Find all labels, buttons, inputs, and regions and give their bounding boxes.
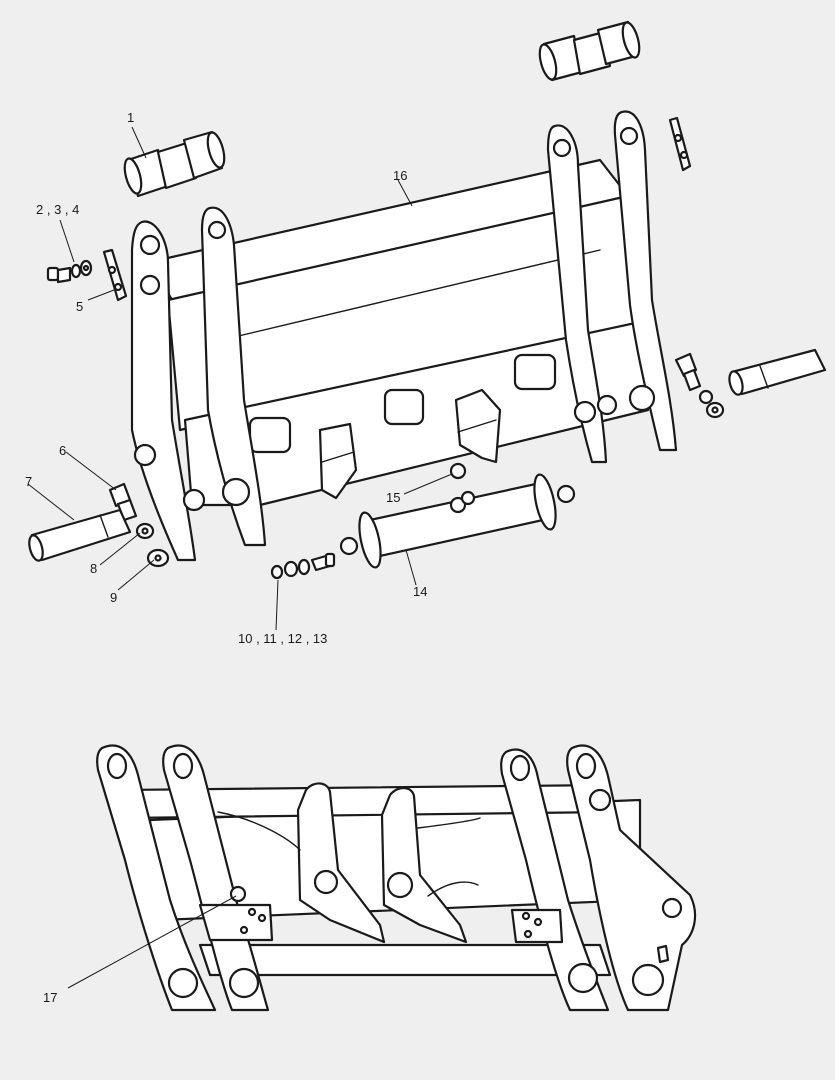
right-side-plate-outer	[596, 110, 678, 452]
callout-2-3-4: 2 , 3 , 4	[36, 202, 79, 217]
callout-6: 6	[59, 443, 66, 458]
callout-16: 16	[393, 168, 407, 183]
part-1-bushing	[123, 130, 226, 198]
callout-7: 7	[25, 474, 32, 489]
part-10-13-bolt-washers	[270, 552, 336, 580]
part-8-washer	[135, 522, 155, 540]
callout-15: 15	[386, 490, 400, 505]
leader-lines-top	[27, 126, 453, 631]
retaining-plate-right	[668, 116, 692, 172]
part-5-plate	[102, 248, 128, 302]
callout-17: 17	[43, 990, 57, 1005]
callout-9: 9	[110, 590, 117, 605]
part-14-shaft	[339, 473, 576, 569]
callout-10-11-12-13: 10 , 11 , 12 , 13	[238, 631, 327, 646]
part-16-frame	[148, 158, 650, 507]
right-side-plate-inner	[546, 124, 608, 464]
exploded-assembly: 1 2 , 3 , 4 5 6 7 8 9 10 , 11 , 12 , 13 …	[25, 20, 827, 646]
bushing-top-right	[538, 20, 641, 82]
callout-14: 14	[413, 584, 427, 599]
assembled-view: 17	[43, 744, 697, 1012]
callout-5: 5	[76, 299, 83, 314]
part-7-pin	[28, 508, 132, 562]
bolt-washers-right	[674, 352, 725, 419]
left-side-plate-outer	[130, 220, 197, 562]
callout-8: 8	[90, 561, 97, 576]
callout-1: 1	[127, 110, 134, 125]
part-9-washer	[146, 548, 170, 568]
left-side-plate-inner	[182, 206, 267, 547]
part-2-3-4-bolt-washers	[46, 259, 93, 284]
part-15-washer	[449, 462, 467, 480]
leader-17	[67, 895, 237, 989]
pin-right	[728, 348, 827, 396]
